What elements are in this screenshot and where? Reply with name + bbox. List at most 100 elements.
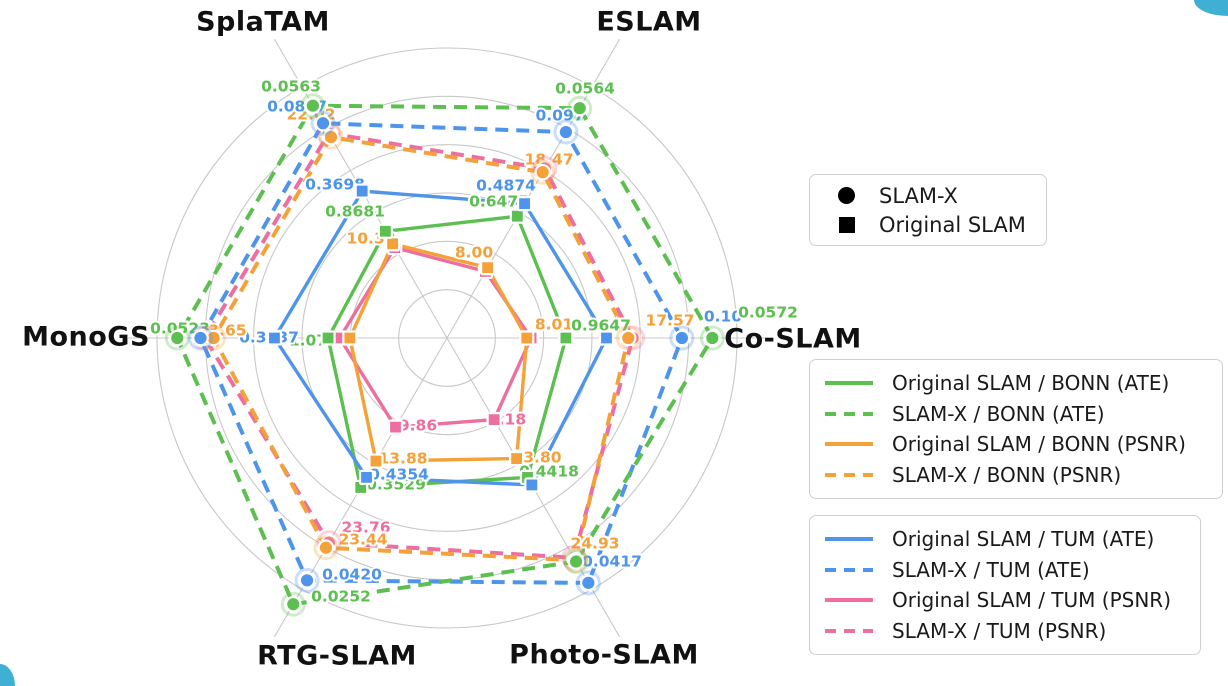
axis-leader-line xyxy=(591,38,621,88)
legend-line-sample-tum_psnr_orig xyxy=(825,598,873,603)
legend-line-sample-bonn_psnr_x xyxy=(825,472,873,477)
value-label-tum_ate_x-RTG-SLAM: 0.0420 xyxy=(322,566,382,584)
square-marker-bonn_ate_orig xyxy=(377,223,393,239)
marker-halo xyxy=(562,547,588,573)
series-line-tum_ate_x xyxy=(198,121,684,585)
square-marker-bonn_psnr_orig xyxy=(509,450,525,467)
square-marker-tum_psnr_orig xyxy=(486,412,502,428)
legend-line-sample-bonn_ate_orig xyxy=(825,381,873,386)
marker-halo xyxy=(280,591,306,617)
value-label-tum_ate_orig-RTG-SLAM: 0.4354 xyxy=(369,466,429,484)
marker-halo xyxy=(318,124,344,150)
value-label-bonn_ate_orig-SplaTAM: 0.8681 xyxy=(325,203,385,221)
original-slam-square-icon xyxy=(839,216,855,233)
legend-label-tum_psnr_x: SLAM-X / TUM (PSNR) xyxy=(892,618,1107,643)
circle-marker-bonn_psnr_x xyxy=(317,539,335,557)
marker-halo xyxy=(553,119,579,145)
marker-halo xyxy=(188,325,213,351)
bonn-legend: Original SLAM / BONN (ATE) SLAM-X / BONN … xyxy=(809,359,1223,499)
legend-row-tum_psnr_orig: Original SLAM / TUM (PSNR) xyxy=(824,585,1186,616)
marker-halo xyxy=(300,93,326,119)
marker-halo xyxy=(530,159,556,185)
legend-row-bonn_psnr_orig: Original SLAM / BONN (PSNR) xyxy=(824,429,1208,460)
marker-halo xyxy=(575,570,601,596)
value-label-bonn_psnr_orig-Co-SLAM: 8.01 xyxy=(535,316,573,334)
value-label-tum_ate_orig-ESLAM: 0.4874 xyxy=(476,177,536,195)
axis-leader-line xyxy=(273,38,303,88)
square-marker-bonn_psnr_orig xyxy=(385,236,401,252)
legend-row-tum_ate_orig: Original SLAM / TUM (ATE) xyxy=(824,524,1186,555)
value-label-tum_ate_x-Co-SLAM: 0.10 xyxy=(704,308,742,326)
tum-legend: Original SLAM / TUM (ATE) SLAM-X / TUM (A… xyxy=(809,515,1201,655)
value-label-bonn_ate_orig-MonoGS: 1.07 xyxy=(289,332,327,350)
square-marker-tum_psnr_orig xyxy=(387,419,404,435)
square-marker-bonn_psnr_orig xyxy=(519,330,535,346)
legend-line-sample-tum_ate_x xyxy=(825,567,873,572)
legend-row-bonn_ate_orig: Original SLAM / BONN (ATE) xyxy=(824,368,1208,399)
square-marker-tum_ate_orig xyxy=(598,330,615,346)
circle-marker-bonn_ate_x xyxy=(169,329,186,347)
value-label-bonn_ate_orig-ESLAM: 0.6475 xyxy=(469,193,529,211)
legend-line-sample-bonn_psnr_orig xyxy=(825,442,873,447)
square-marker-tum_ate_orig xyxy=(358,469,375,485)
legend-row-bonn_ate_x: SLAM-X / BONN (ATE) xyxy=(824,399,1208,430)
circle-marker-bonn_ate_x xyxy=(304,97,322,114)
square-marker-tum_ate_orig xyxy=(524,477,540,493)
legend-line-sample-bonn_ate_x xyxy=(825,411,873,416)
marker-legend-row: SLAM-X xyxy=(820,181,1036,210)
marker-halo xyxy=(669,325,695,351)
square-marker-bonn_ate_orig xyxy=(558,330,574,346)
value-label-bonn_ate_x-SplaTAM: 0.0563 xyxy=(261,78,321,96)
square-marker-tum_ate_orig xyxy=(516,196,533,212)
marker-halo xyxy=(567,95,593,121)
square-marker-bonn_ate_orig xyxy=(320,330,336,346)
circle-marker-bonn_psnr_x xyxy=(534,163,551,181)
legend-row-bonn_psnr_x: SLAM-X / BONN (PSNR) xyxy=(824,460,1208,491)
circle-marker-bonn_ate_x xyxy=(284,595,302,613)
value-label-bonn_psnr_x-RTG-SLAM: 23.44 xyxy=(338,531,387,549)
value-label-bonn_ate_x-Co-SLAM: 0.0572 xyxy=(738,304,798,322)
circle-marker-bonn_psnr_x xyxy=(619,329,637,347)
axis-label-eslam: ESLAM xyxy=(596,6,702,38)
circle-marker-bonn_ate_x xyxy=(704,329,721,347)
value-label-bonn_psnr_orig-RTG-SLAM: 13.88 xyxy=(378,450,427,468)
value-label-tum_psnr_x-RTG-SLAM: 23.76 xyxy=(341,519,390,537)
circle-marker-tum_ate_x xyxy=(314,114,332,132)
value-label-tum_ate_x-Photo-SLAM: 0.0417 xyxy=(582,553,642,571)
axis-label-photo-slam: Photo-SLAM xyxy=(509,639,699,671)
marker-halo xyxy=(615,325,641,351)
circle-marker-tum_ate_x xyxy=(673,329,691,347)
value-label-bonn_psnr_x-Photo-SLAM: 24.93 xyxy=(570,535,619,553)
value-label-tum_ate_orig-SplaTAM: 0.3698 xyxy=(305,176,365,194)
marker-halo xyxy=(310,110,336,136)
value-label-bonn_psnr_x-ESLAM: 18.47 xyxy=(524,151,573,169)
legend-line-sample-tum_psnr_x xyxy=(825,628,873,633)
axis-label-monogs: MonoGS xyxy=(22,321,150,353)
legend-label-tum_ate_orig: Original SLAM / TUM (ATE) xyxy=(892,527,1155,552)
legend-label-bonn_psnr_x: SLAM-X / BONN (PSNR) xyxy=(892,462,1122,487)
slam-x-circle-icon xyxy=(838,187,855,204)
square-marker-bonn_ate_orig xyxy=(509,208,525,224)
legend-label-bonn_ate_x: SLAM-X / BONN (ATE) xyxy=(892,401,1105,426)
value-label-bonn_ate_orig-Co-SLAM: 0.9647 xyxy=(571,317,631,335)
marker-halo xyxy=(164,325,190,351)
square-marker-tum_ate_orig xyxy=(266,330,283,346)
legend-line-sample-tum_ate_orig xyxy=(825,537,873,542)
circle-marker-tum_ate_x xyxy=(298,572,316,589)
legend-label-bonn_ate_orig: Original SLAM / BONN (ATE) xyxy=(892,371,1170,396)
circle-marker-tum_ate_x xyxy=(557,123,575,141)
value-label-bonn_ate_x-RTG-SLAM: 0.0252 xyxy=(311,588,371,606)
legend-label-tum_ate_x: SLAM-X / TUM (ATE) xyxy=(892,557,1090,582)
square-marker-bonn_psnr_orig xyxy=(368,453,384,469)
marker-halo xyxy=(563,549,589,575)
value-label-bonn_ate_orig-RTG-SLAM: 0.3529 xyxy=(366,476,426,494)
marker-halo xyxy=(313,535,339,561)
value-label-bonn_psnr_orig-ESLAM: 8.00 xyxy=(455,244,493,262)
axis-label-splatam: SplaTAM xyxy=(196,6,330,38)
marker-legend-label: SLAM-X xyxy=(879,183,958,208)
marker-legend-row: Original SLAM xyxy=(820,210,1036,239)
square-marker-bonn_psnr_orig xyxy=(342,330,358,346)
series-line-bonn_ate_x xyxy=(175,103,715,607)
